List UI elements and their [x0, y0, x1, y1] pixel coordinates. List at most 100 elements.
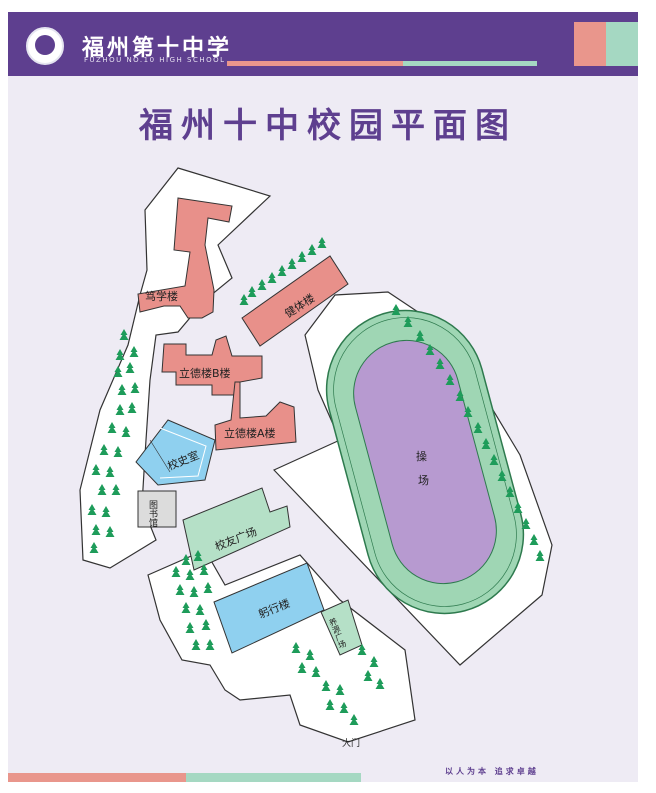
- trees-layer: [87, 237, 545, 725]
- gongxing-building[interactable]: [213, 562, 325, 654]
- xiaoshi-building[interactable]: [135, 419, 216, 486]
- pine-tree-icon: [267, 272, 277, 283]
- pine-tree-icon: [481, 438, 491, 449]
- pine-tree-icon: [101, 506, 111, 517]
- pine-tree-icon: [87, 504, 97, 515]
- pine-tree-icon: [291, 642, 301, 653]
- header-block-green: [606, 22, 638, 66]
- pine-tree-icon: [125, 362, 135, 373]
- lide-a-label: 立德楼A楼: [224, 426, 276, 440]
- field-label-2: 场: [418, 473, 429, 487]
- crest-emblem: [35, 35, 55, 55]
- pine-tree-icon: [89, 542, 99, 553]
- footer-stripe-green: [186, 773, 361, 782]
- pine-tree-icon: [171, 566, 181, 577]
- pine-tree-icon: [325, 699, 335, 710]
- pine-tree-icon: [115, 349, 125, 360]
- pine-tree-icon: [111, 484, 121, 495]
- pine-tree-icon: [113, 446, 123, 457]
- pine-tree-icon: [369, 656, 379, 667]
- pine-tree-icon: [425, 344, 435, 355]
- xiaoyou-plaza[interactable]: [182, 487, 291, 571]
- campus-boundary-south: [147, 549, 416, 743]
- pine-tree-icon: [435, 358, 445, 369]
- pine-tree-icon: [463, 406, 473, 417]
- pine-tree-icon: [185, 569, 195, 580]
- pine-tree-icon: [497, 470, 507, 481]
- footer-stripe-pink: [8, 773, 186, 782]
- duxue-label: 笃学楼: [145, 289, 178, 303]
- lide-a-building[interactable]: [214, 381, 297, 451]
- pine-tree-icon: [117, 384, 127, 395]
- pine-tree-icon: [185, 622, 195, 633]
- library-building[interactable]: [137, 490, 177, 528]
- pine-tree-icon: [199, 564, 209, 575]
- lide-b-label: 立德楼B楼: [179, 366, 231, 380]
- pine-tree-icon: [129, 346, 139, 357]
- pine-tree-icon: [119, 329, 129, 340]
- pine-tree-icon: [91, 464, 101, 475]
- pine-tree-icon: [277, 265, 287, 276]
- pine-tree-icon: [521, 518, 531, 529]
- xiaoshi-roof-line: [159, 427, 207, 479]
- pine-tree-icon: [489, 454, 499, 465]
- pine-tree-icon: [505, 486, 515, 497]
- pine-tree-icon: [115, 404, 125, 415]
- sports-field[interactable]: [309, 293, 541, 631]
- field-label-1: 操: [416, 449, 427, 463]
- header-stripe-pink: [227, 61, 403, 66]
- library-label: 图书馆: [147, 500, 158, 528]
- pine-tree-icon: [239, 294, 249, 305]
- school-motto: 以人为本 追求卓越: [445, 767, 539, 776]
- pine-tree-icon: [321, 680, 331, 691]
- duxue-building[interactable]: [137, 197, 233, 319]
- pine-tree-icon: [91, 524, 101, 535]
- pine-tree-icon: [121, 426, 131, 437]
- pine-tree-icon: [181, 554, 191, 565]
- pine-tree-icon: [97, 484, 107, 495]
- pine-tree-icon: [455, 390, 465, 401]
- pine-tree-icon: [375, 678, 385, 689]
- pine-tree-icon: [297, 662, 307, 673]
- pine-tree-icon: [113, 366, 123, 377]
- jianti-building[interactable]: [241, 255, 349, 347]
- pine-tree-icon: [311, 666, 321, 677]
- pine-tree-icon: [130, 382, 140, 393]
- pine-tree-icon: [305, 649, 315, 660]
- pine-tree-icon: [189, 586, 199, 597]
- gate-label: 大门: [342, 737, 360, 749]
- track-lane: [333, 317, 517, 607]
- pine-tree-icon: [529, 534, 539, 545]
- pine-tree-icon: [317, 237, 327, 248]
- pine-tree-icon: [257, 279, 267, 290]
- pine-tree-icon: [287, 258, 297, 269]
- header-block-pink: [574, 22, 606, 66]
- lide-b-building[interactable]: [161, 335, 263, 396]
- pine-tree-icon: [195, 604, 205, 615]
- pine-tree-icon: [357, 644, 367, 655]
- infield: [353, 339, 497, 585]
- pine-tree-icon: [175, 584, 185, 595]
- pine-tree-icon: [105, 526, 115, 537]
- pine-tree-icon: [403, 316, 413, 327]
- campus-boundary-west: [79, 167, 272, 569]
- pine-tree-icon: [473, 422, 483, 433]
- pine-tree-icon: [513, 502, 523, 513]
- pine-tree-icon: [297, 251, 307, 262]
- pine-tree-icon: [99, 444, 109, 455]
- pine-tree-icon: [445, 374, 455, 385]
- xiaoshi-roof-ridge: [149, 439, 171, 473]
- pine-tree-icon: [335, 684, 345, 695]
- pine-tree-icon: [535, 550, 545, 561]
- pine-tree-icon: [193, 550, 203, 561]
- pine-tree-icon: [363, 670, 373, 681]
- school-name: 福州第十中学: [82, 35, 233, 61]
- map-title: 福州十中校园平面图: [139, 106, 517, 146]
- school-name-en: FUZHOU NO.10 HIGH SCHOOL: [84, 56, 226, 64]
- pine-tree-icon: [181, 602, 191, 613]
- pine-tree-icon: [349, 714, 359, 725]
- pine-tree-icon: [247, 286, 257, 297]
- pine-tree-icon: [107, 422, 117, 433]
